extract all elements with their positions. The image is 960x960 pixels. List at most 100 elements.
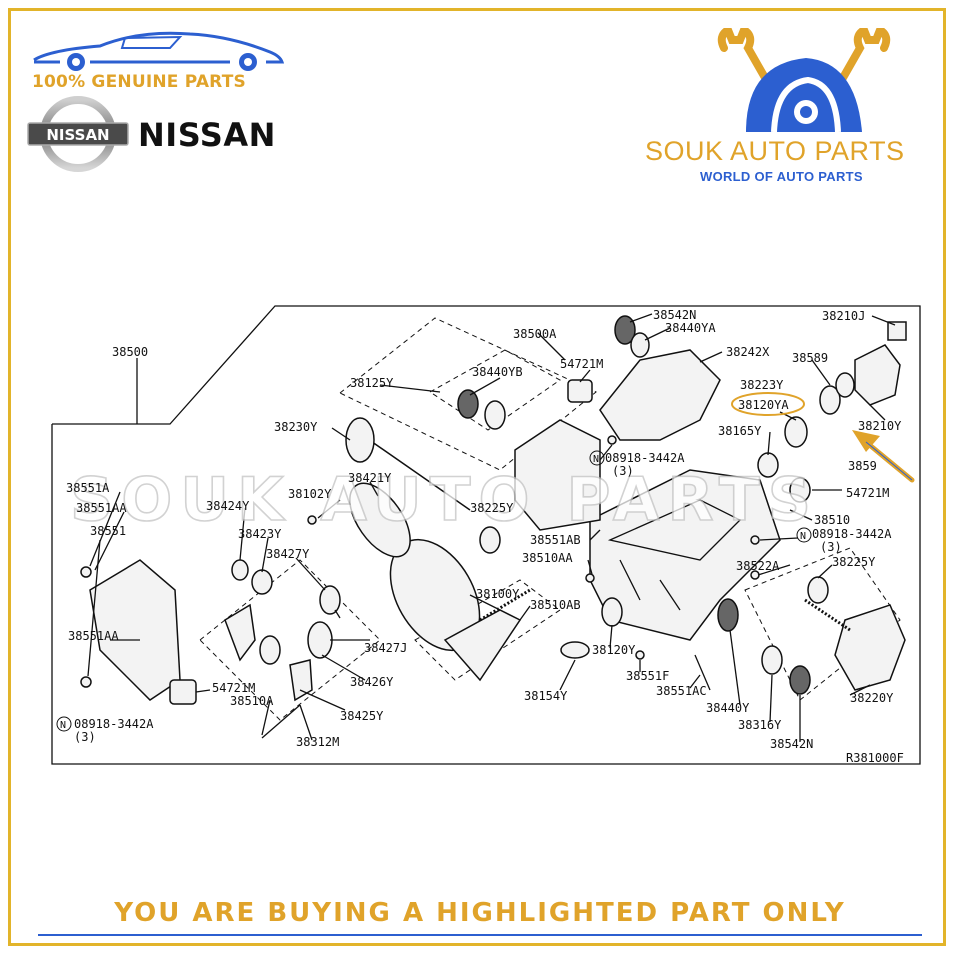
highlight-ring bbox=[731, 392, 805, 416]
bolt-38551AC bbox=[694, 654, 711, 691]
highlight-notice-banner: YOU ARE BUYING A HIGHLIGHTED PART ONLY bbox=[114, 898, 846, 928]
label-54721M-c: 54721M bbox=[212, 681, 255, 695]
label-38551AB: 38551AB bbox=[530, 533, 581, 547]
bearing-38225Y-b bbox=[807, 576, 829, 604]
mount-54721M-b bbox=[789, 477, 811, 503]
label-38542N-b: 38542N bbox=[770, 737, 813, 751]
label-38522A: 38522A bbox=[736, 559, 780, 573]
label-38427J: 38427J bbox=[364, 641, 407, 655]
bolt-38102Y bbox=[307, 515, 317, 525]
flange-38220Y bbox=[834, 604, 906, 691]
label-38440YB: 38440YB bbox=[472, 365, 523, 379]
washer-38423Y bbox=[251, 569, 273, 595]
label-38542N: 38542N bbox=[653, 308, 696, 322]
label-38423Y: 38423Y bbox=[238, 527, 282, 541]
label-38440YA: 38440YA bbox=[665, 321, 716, 335]
banner-underline bbox=[38, 934, 922, 936]
label-08918-b: 08918-3442A bbox=[812, 527, 892, 541]
label-38589: 38589 bbox=[792, 351, 828, 365]
label-38230Y: 38230Y bbox=[274, 420, 318, 434]
label-38426Y: 38426Y bbox=[350, 675, 394, 689]
plug-38551F bbox=[635, 650, 645, 660]
shaft-38312M-b bbox=[289, 659, 313, 702]
bolt-38510A bbox=[261, 704, 301, 739]
label-38510A: 38510A bbox=[230, 694, 274, 708]
label-38154Y: 38154Y bbox=[524, 689, 568, 703]
gear-38427Y bbox=[319, 585, 341, 615]
bolt-38510AA bbox=[585, 573, 595, 583]
label-38510AB: 38510AB bbox=[530, 598, 581, 612]
label-38551: 38551 bbox=[90, 524, 126, 538]
nut-3442A-a bbox=[607, 435, 617, 445]
bolt-38551A bbox=[80, 566, 92, 578]
washer-38154Y bbox=[560, 641, 590, 659]
label-38425Y: 38425Y bbox=[340, 709, 384, 723]
label-3859: 3859 bbox=[848, 459, 877, 473]
label-38223Y: 38223Y bbox=[740, 378, 784, 392]
diagram-reference-code: R381000F bbox=[846, 751, 904, 765]
nut-38210J bbox=[887, 321, 907, 341]
bearing-38120YA bbox=[784, 416, 808, 448]
label-38421Y: 38421Y bbox=[348, 471, 392, 485]
seal-38589 bbox=[819, 385, 841, 415]
label-38424Y: 38424Y bbox=[206, 499, 250, 513]
highlight-arrow-icon bbox=[852, 430, 915, 483]
svg-text:N: N bbox=[593, 454, 599, 465]
bearing-38440Y bbox=[717, 598, 739, 632]
washer-38424Y bbox=[231, 559, 249, 581]
group-box-38100Y bbox=[414, 579, 561, 681]
store-tagline: WORLD OF AUTO PARTS bbox=[700, 169, 863, 184]
label-38500: 38500 bbox=[112, 345, 148, 359]
label-38510: 38510 bbox=[814, 513, 850, 527]
mount-54721M-a bbox=[567, 379, 593, 403]
pinion-38425Y bbox=[259, 635, 281, 665]
flange-38210Y bbox=[854, 344, 901, 406]
label-38316Y: 38316Y bbox=[738, 718, 782, 732]
seal-38542N bbox=[614, 315, 636, 345]
label-08918-c: 08918-3442A bbox=[74, 717, 154, 731]
wrench-tire-logo bbox=[717, 28, 891, 133]
pinion-spline bbox=[479, 588, 531, 622]
car-silhouette-icon bbox=[33, 31, 285, 71]
label-38210Y: 38210Y bbox=[858, 419, 902, 433]
nissan-brand-word: NISSAN bbox=[138, 116, 276, 154]
label-qty-3-c: (3) bbox=[74, 730, 96, 744]
nissan-logo: NISSAN bbox=[27, 96, 129, 172]
label-38427Y: 38427Y bbox=[266, 547, 310, 561]
label-38500A: 38500A bbox=[513, 327, 557, 341]
label-38225Y-b: 38225Y bbox=[832, 555, 876, 569]
shaft-38312M-a bbox=[224, 603, 256, 662]
watermark-text: SOUK AUTO PARTS bbox=[70, 465, 819, 535]
genuine-parts-text: 100% GENUINE PARTS bbox=[32, 72, 246, 92]
diagram-outline bbox=[51, 305, 921, 765]
nut-38551 bbox=[80, 676, 92, 688]
store-name: SOUK AUTO PARTS bbox=[645, 136, 905, 166]
bearing-38120Y bbox=[601, 597, 623, 627]
nut-3442A-b bbox=[750, 535, 760, 545]
label-54721M-a: 54721M bbox=[560, 357, 603, 371]
label-38312M: 38312M bbox=[296, 735, 339, 749]
bearing-38440YB-b bbox=[484, 400, 506, 430]
label-qty-3-b: (3) bbox=[820, 540, 842, 554]
label-38120Y: 38120Y bbox=[592, 643, 636, 657]
label-38102Y: 38102Y bbox=[288, 487, 332, 501]
spacer-38316Y bbox=[761, 645, 783, 675]
diff-case-38421Y bbox=[349, 482, 411, 558]
label-38551AC: 38551AC bbox=[656, 684, 707, 698]
housing-cover bbox=[514, 419, 601, 531]
seal-38542N-b bbox=[789, 665, 811, 695]
label-38551AA-2: 38551AA bbox=[68, 629, 119, 643]
label-38220Y: 38220Y bbox=[850, 691, 894, 705]
shaft-38220Y bbox=[804, 598, 851, 632]
bearing-38440YA bbox=[630, 332, 650, 358]
label-38440Y: 38440Y bbox=[706, 701, 750, 715]
label-38551F: 38551F bbox=[626, 669, 669, 683]
svg-text:N: N bbox=[60, 720, 66, 731]
label-38510AA: 38510AA bbox=[522, 551, 573, 565]
carrier-detail bbox=[607, 499, 742, 611]
bearing-38440YB-a bbox=[457, 389, 479, 419]
label-38242X: 38242X bbox=[726, 345, 770, 359]
label-54721M-b: 54721M bbox=[846, 486, 889, 500]
label-38551A: 38551A bbox=[66, 481, 110, 495]
